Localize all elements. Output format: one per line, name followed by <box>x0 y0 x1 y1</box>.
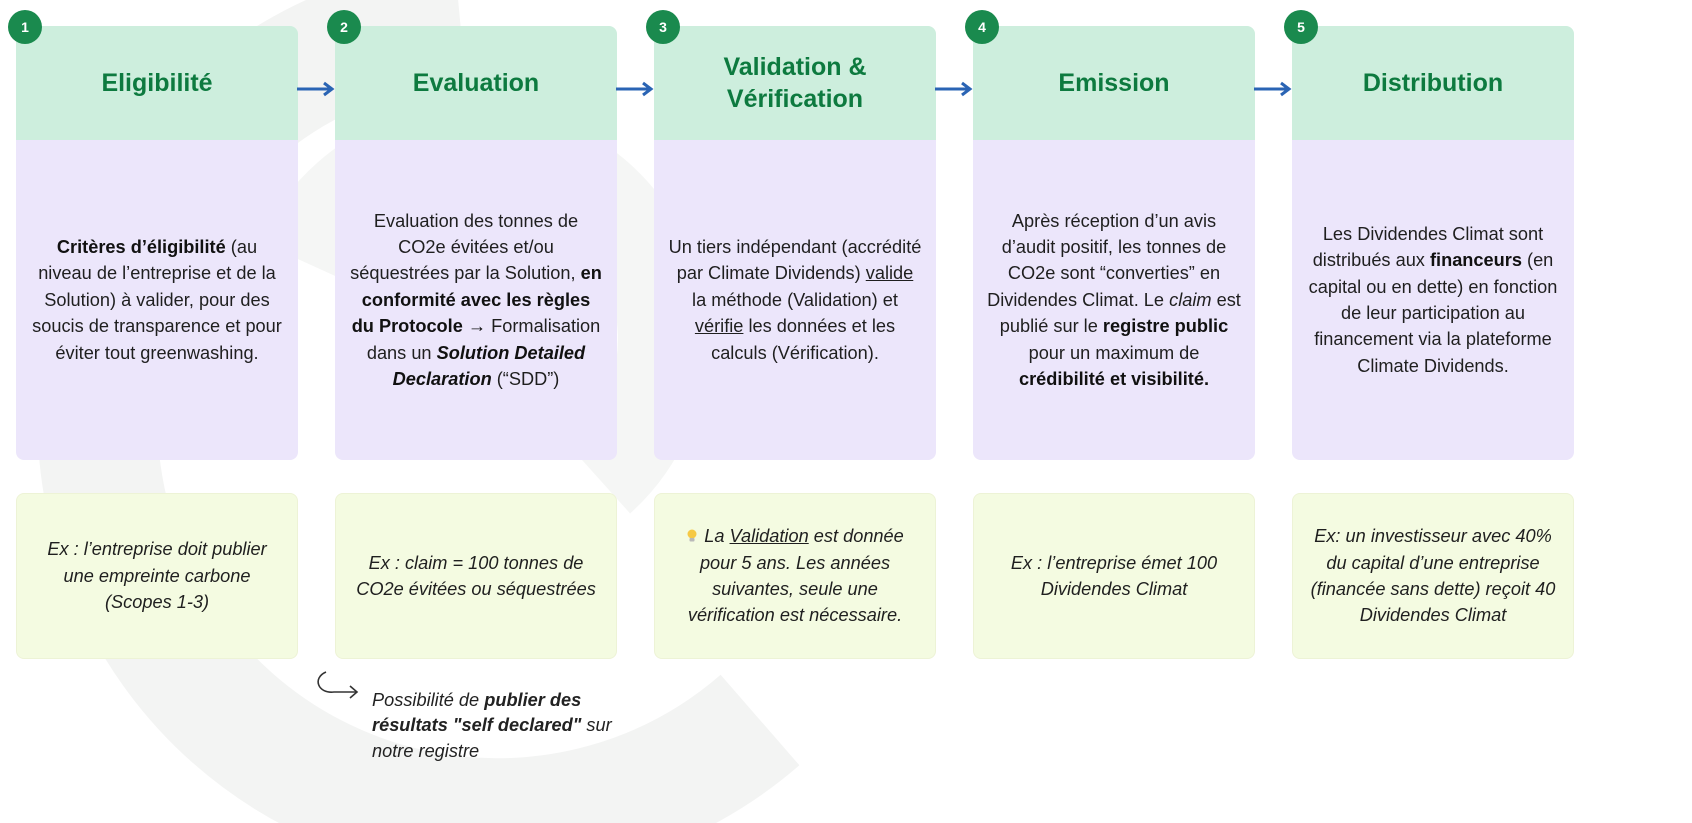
text-segment: claim <box>1169 289 1212 310</box>
flow-arrow <box>616 80 656 98</box>
step-number-badge: 5 <box>1284 10 1318 44</box>
text-segment: Evaluation des tonnes de CO2e évitées et… <box>350 210 581 284</box>
step-title: Evaluation <box>335 26 617 140</box>
text-segment: crédibilité et visibilité. <box>1018 368 1210 389</box>
lightbulb-icon <box>687 529 697 542</box>
text-segment: la méthode (Validation) et <box>692 289 898 310</box>
text-segment: est donnée pour 5 ans. Les années suivan… <box>687 526 904 626</box>
text-segment: financeurs <box>1429 250 1522 271</box>
step-example: Ex : l’entreprise émet 100 Dividendes Cl… <box>973 493 1255 659</box>
flow-arrow <box>297 80 337 98</box>
step-example: Ex : claim = 100 tonnes de CO2e évitées … <box>335 493 617 659</box>
text-segment: vérifie <box>694 316 744 337</box>
text-segment: est publié sur le <box>999 289 1241 337</box>
step-number-badge: 3 <box>646 10 680 44</box>
text-segment: Solution Detailed Declaration <box>392 342 586 389</box>
step-title: Emission <box>973 26 1255 140</box>
text-segment: (au niveau de l’entreprise et de la Solu… <box>32 237 282 363</box>
step-number-badge: 4 <box>965 10 999 44</box>
step-description: Critères d’éligibilité (au niveau de l’e… <box>16 140 298 460</box>
flow-arrow <box>935 80 975 98</box>
step-example: Ex : l’entreprise doit publier une empre… <box>16 493 298 659</box>
text-segment: (en capital ou en dette) en fonction de … <box>1308 250 1558 376</box>
text-segment: Formalisation dans un <box>366 316 601 363</box>
step-number-badge: 1 <box>8 10 42 44</box>
step-title: Validation & Vérification <box>654 26 936 140</box>
step-description: Les Dividendes Climat sont distribués au… <box>1292 140 1574 460</box>
step-description: Un tiers indépendant (accrédité par Clim… <box>654 140 936 460</box>
step-description: Après réception d’un avis d’audit positi… <box>973 140 1255 460</box>
text-segment: Les Dividendes Climat sont distribués au… <box>1312 223 1544 271</box>
text-segment: publier des résultats "self declared" <box>372 690 582 736</box>
text-segment: Critères d’éligibilité <box>56 237 226 258</box>
text-segment: Un tiers indépendant (accrédité par Clim… <box>668 237 922 284</box>
text-segment: La <box>704 526 730 547</box>
curved-arrow-icon <box>317 671 359 699</box>
text-segment: (“SDD”) <box>491 368 560 389</box>
text-segment: Après réception d’un avis d’audit positi… <box>987 210 1227 310</box>
step-example: La Validation est donnée pour 5 ans. Les… <box>654 493 936 659</box>
text-segment: en conformité avec les règles du Protoco… <box>351 263 602 337</box>
text-segment: pour un maximum de <box>1028 342 1200 363</box>
step-number-badge: 2 <box>327 10 361 44</box>
text-segment: Possibilité de <box>372 690 485 710</box>
text-segment: Validation <box>729 526 809 547</box>
step-description: Evaluation des tonnes de CO2e évitées et… <box>335 140 617 460</box>
text-segment: Ex : l’entreprise doit publier une empre… <box>47 539 267 613</box>
text-segment: sur notre registre <box>372 715 612 761</box>
step-example: Ex: un investisseur avec 40% du capital … <box>1292 493 1574 659</box>
text-segment: les données et les calculs (Vérification… <box>711 316 896 363</box>
text-segment: registre public <box>1102 316 1229 337</box>
step-title: Eligibilité <box>16 26 298 140</box>
flow-arrow <box>1254 80 1294 98</box>
self-declared-note: Possibilité de publier des résultats "se… <box>372 688 642 764</box>
text-segment: Ex : claim = 100 tonnes de CO2e évitées … <box>356 552 596 599</box>
text-segment: Ex: un investisseur avec 40% du capital … <box>1310 526 1556 626</box>
text-segment: valide <box>865 263 914 284</box>
text-segment: Ex : l’entreprise émet 100 Dividendes Cl… <box>1010 552 1218 599</box>
step-title: Distribution <box>1292 26 1574 140</box>
